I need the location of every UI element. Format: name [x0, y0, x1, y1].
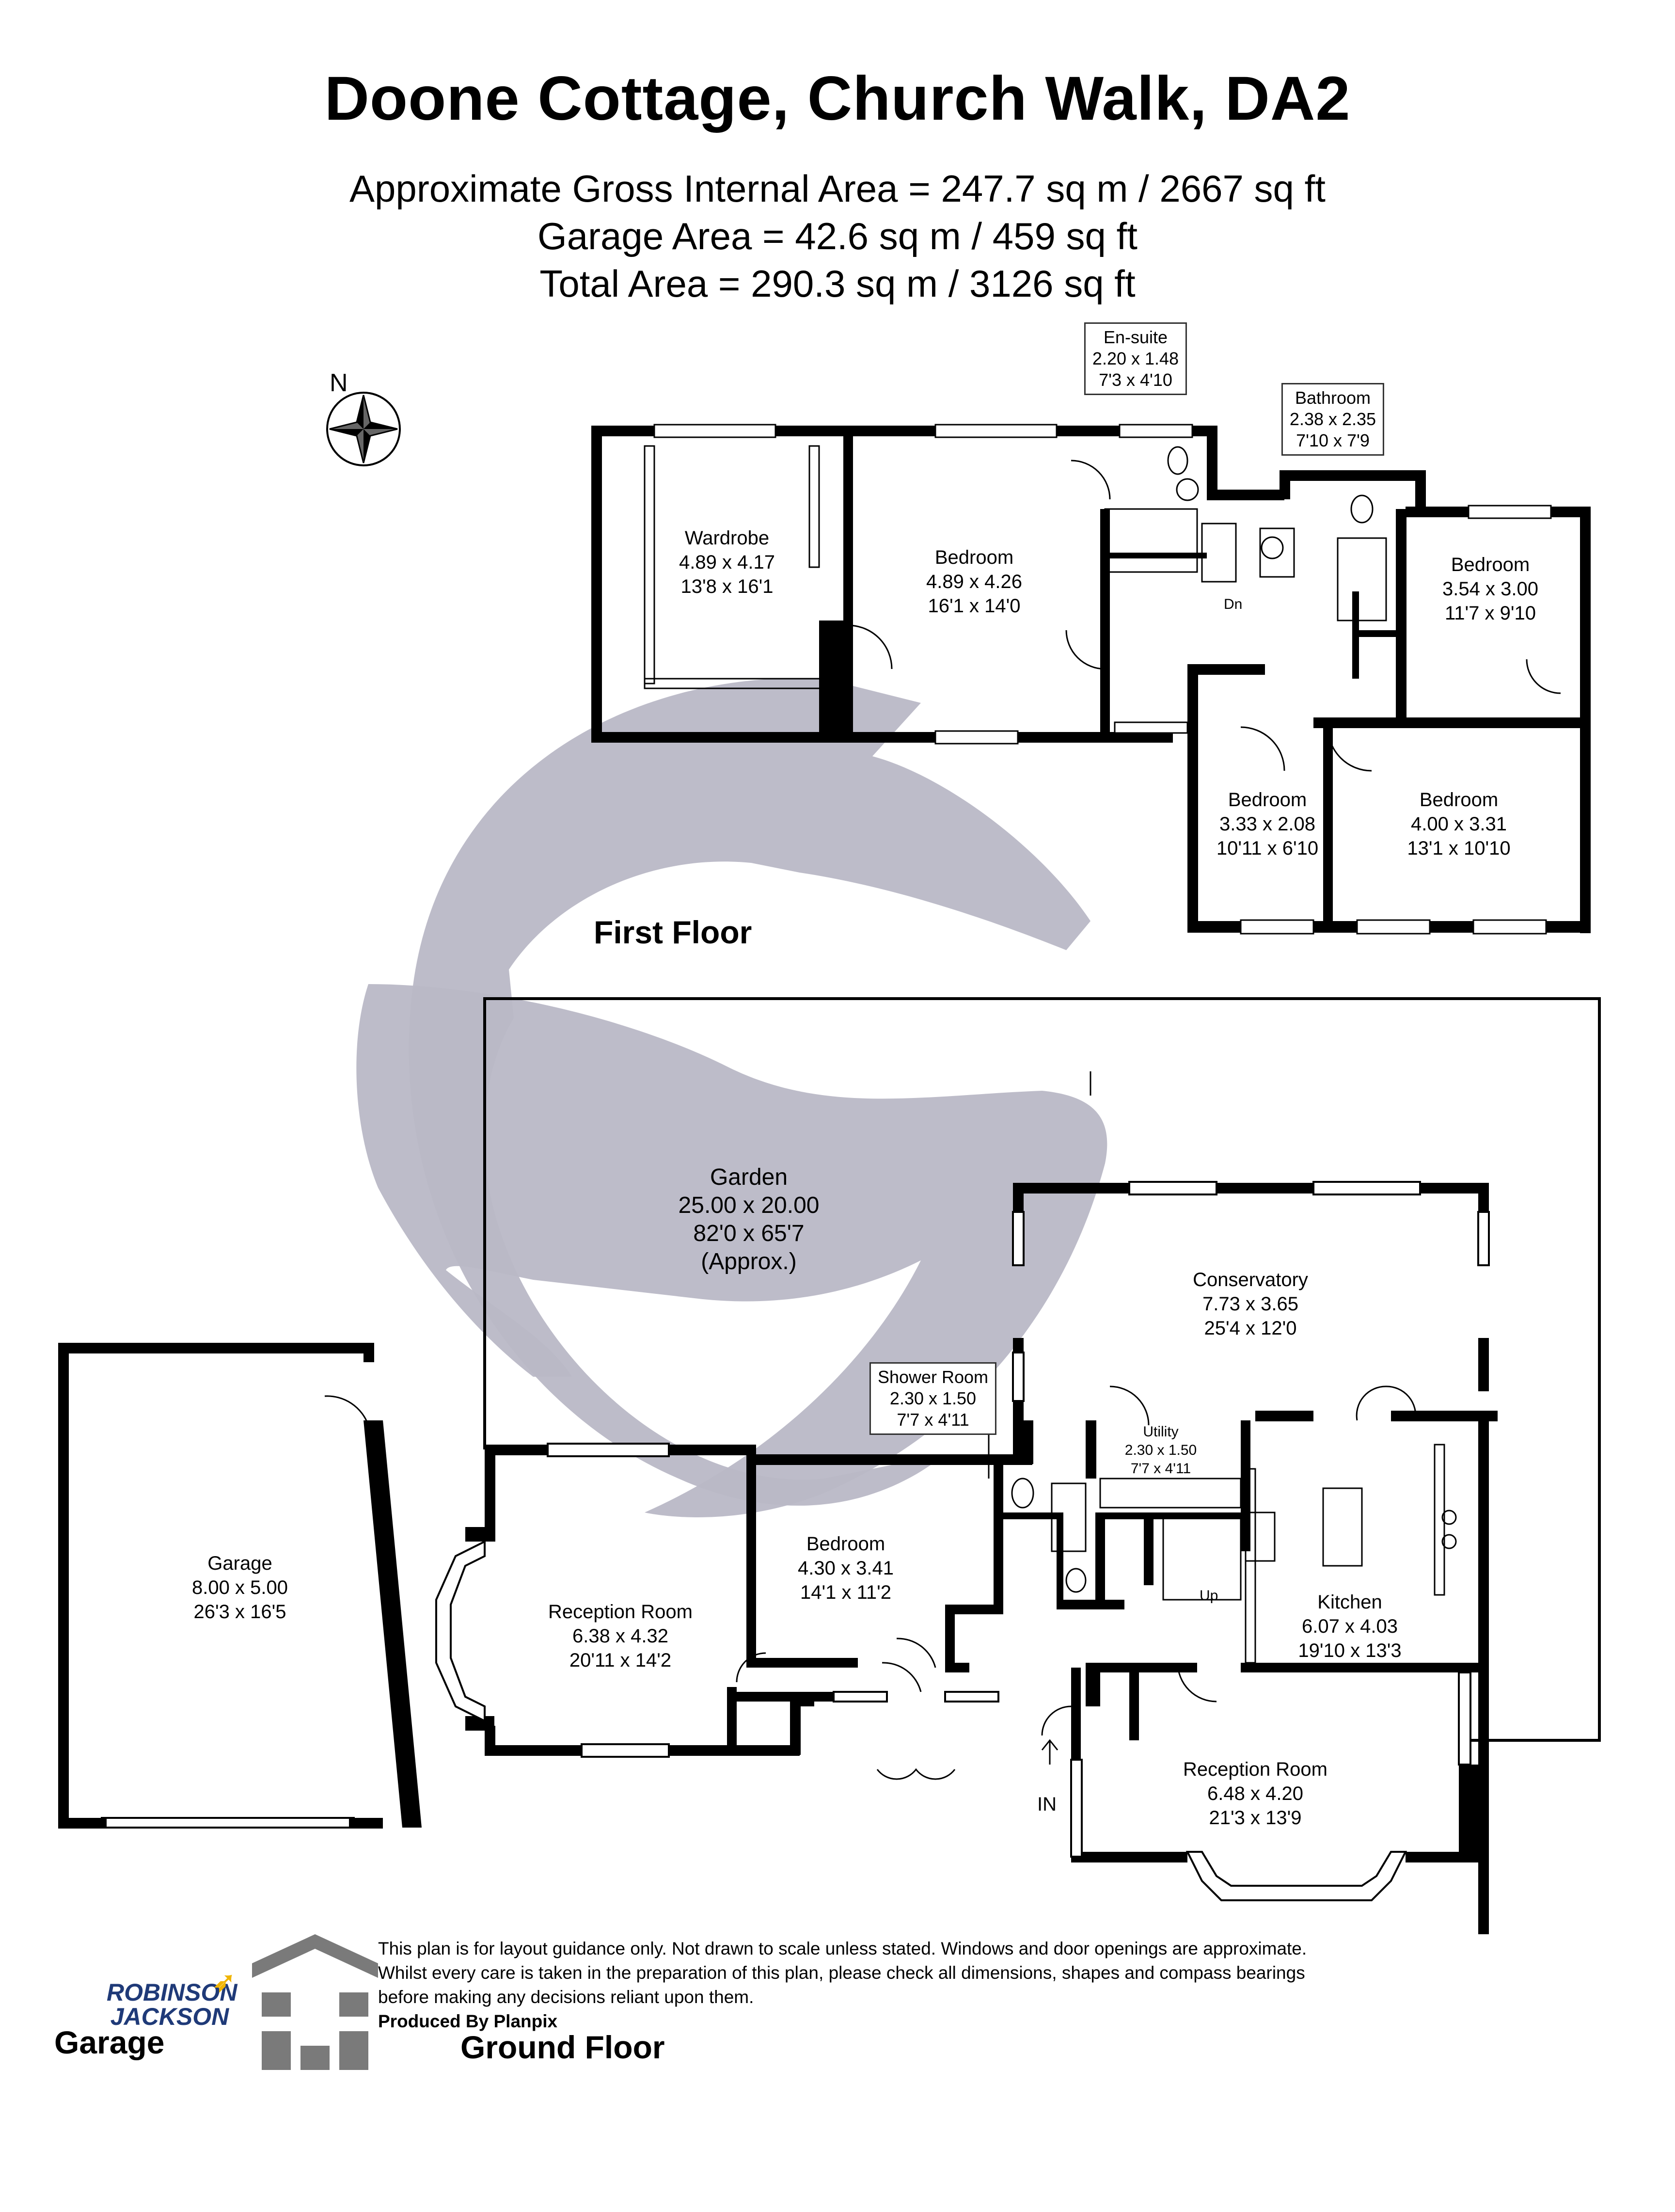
stairs-down-label: Dn	[1224, 596, 1243, 612]
room-label-bathroom: Bathroom 2.38 x 2.35 7'10 x 7'9	[1281, 383, 1385, 456]
room-label-bedroom-3: Bedroom 3.54 x 3.00 11'7 x 9'10	[1442, 554, 1538, 624]
area-summary: Approximate Gross Internal Area = 247.7 …	[0, 165, 1675, 307]
garden-boundary	[483, 997, 1601, 1742]
room-label-reception-room-1: Reception Room 6.38 x 4.32 20'11 x 14'2	[548, 1601, 693, 1671]
room-label-kitchen: Kitchen 6.07 x 4.03 19'10 x 13'3	[1298, 1591, 1402, 1661]
room-label-master-bedroom: Bedroom 4.89 x 4.26 16'1 x 14'0	[926, 547, 1022, 617]
produced-by: Produced By Planpix	[378, 2011, 558, 2031]
planpix-logo	[252, 1934, 378, 2070]
first-floor-heading: First Floor	[594, 914, 752, 950]
garage-area: Garage Area = 42.6 sq m / 459 sq ft	[537, 215, 1138, 257]
ground-floor-heading: Ground Floor	[460, 2029, 665, 2065]
ground-floor-windows	[101, 1181, 1490, 1901]
plan-title: Doone Cottage, Church Walk, DA2	[324, 64, 1351, 133]
compass-rose-icon	[326, 392, 401, 466]
room-label-wardrobe: Wardrobe 4.89 x 4.17 13'8 x 16'1	[679, 527, 775, 597]
compass-north-label: N	[330, 369, 348, 397]
first-floor-fixtures	[644, 445, 1561, 772]
disclaimer-text: This plan is for layout guidance only. N…	[378, 1939, 1307, 2007]
room-label-bedroom-4: Bedroom 3.33 x 2.08 10'11 x 6'10	[1216, 789, 1319, 859]
room-label-shower-room: Shower Room 2.30 x 1.50 7'7 x 4'11	[869, 1362, 997, 1435]
stairs-up-label: Up	[1200, 1588, 1218, 1604]
swoosh-icon: ➶	[213, 1966, 236, 1997]
disclaimer: This plan is for layout guidance only. N…	[378, 1937, 1347, 2034]
room-label-reception-room-2: Reception Room 6.48 x 4.20 21'3 x 13'9	[1183, 1759, 1327, 1829]
room-label-bedroom-5: Bedroom 4.00 x 3.31 13'1 x 10'10	[1407, 789, 1511, 859]
first-floor-windows	[653, 424, 1552, 935]
garage-door	[324, 1395, 369, 1426]
room-label-ground-bedroom: Bedroom 4.30 x 3.41 14'1 x 11'2	[798, 1533, 894, 1603]
ground-floor-fixtures	[736, 1071, 1457, 1780]
garden-label: Garden 25.00 x 20.00 82'0 x 65'7 (Approx…	[678, 1164, 820, 1274]
room-label-conservatory: Conservatory 7.73 x 3.65 25'4 x 12'0	[1193, 1269, 1308, 1339]
room-label-en-suite: En-suite 2.20 x 1.48 7'3 x 4'10	[1084, 322, 1187, 395]
robinson-jackson-logo: ➶ ROBINSON JACKSON	[107, 1966, 237, 2030]
garage-walls	[58, 1343, 422, 1829]
garage-heading: Garage	[54, 2024, 165, 2060]
total-area: Total Area = 290.3 sq m / 3126 sq ft	[539, 262, 1136, 305]
entrance-label: IN	[1037, 1794, 1057, 1815]
room-label-garage: Garage 8.00 x 5.00 26'3 x 16'5	[192, 1553, 288, 1623]
gross-internal-area: Approximate Gross Internal Area = 247.7 …	[349, 167, 1326, 210]
room-label-utility: Utility 2.30 x 1.50 7'7 x 4'11	[1124, 1424, 1197, 1477]
